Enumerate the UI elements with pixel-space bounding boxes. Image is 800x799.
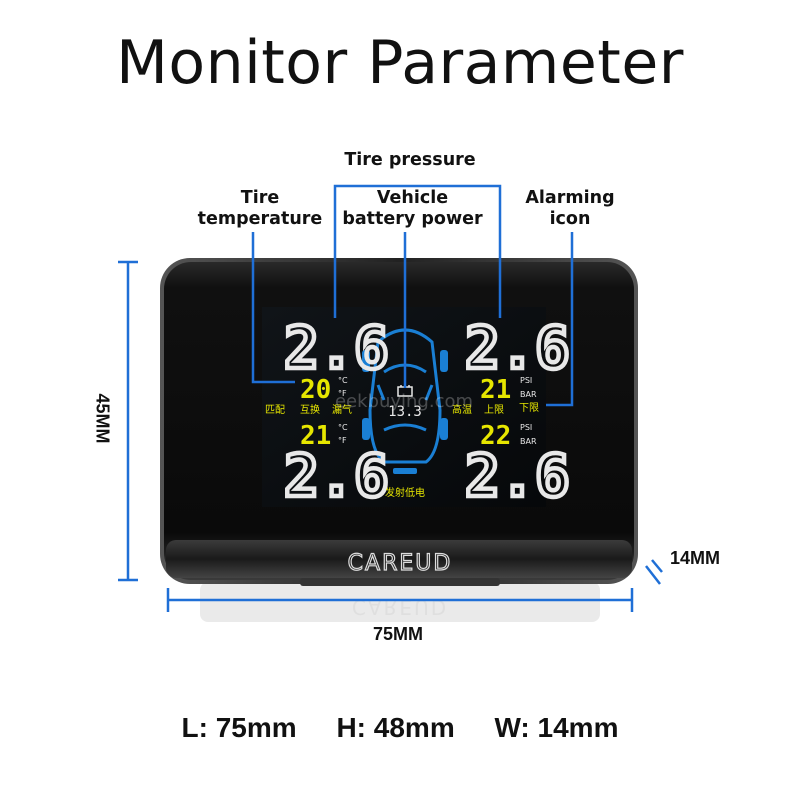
dimension-height-label: 45MM xyxy=(92,393,113,444)
dimension-depth xyxy=(645,559,663,585)
label-swap: 互换 xyxy=(300,403,320,416)
temp-front: 20 xyxy=(300,375,331,405)
dimension-width xyxy=(166,588,634,612)
spec-length: L: 75mm xyxy=(181,712,297,743)
brand-reflection: CAREUD xyxy=(352,595,448,619)
device-reflection xyxy=(200,582,600,622)
spec-width: W: 14mm xyxy=(494,712,619,743)
unit-psi-rear: PSI xyxy=(520,423,532,432)
label-lower-limit: 下限 xyxy=(519,402,539,414)
callout-tire-pressure: Tire pressure xyxy=(344,150,476,170)
unit-f-rear: °F xyxy=(338,436,347,445)
callout-alarm-icon: Alarming icon xyxy=(525,188,615,229)
pressure-rear-left: 2.6 xyxy=(284,442,389,510)
bottom-strip xyxy=(166,540,632,578)
unit-psi-front: PSI xyxy=(520,376,532,385)
dimension-height xyxy=(118,260,138,582)
unit-c-front: °C xyxy=(338,376,348,385)
callout-battery: Vehicle battery power xyxy=(342,188,483,229)
pressure-front-right: 2.6 xyxy=(465,314,570,382)
temp-rear: 21 xyxy=(300,421,331,451)
dimension-width-label: 75MM xyxy=(373,624,424,644)
label-upper-limit: 上限 xyxy=(484,404,504,416)
watermark: eekbuying.com xyxy=(335,391,473,412)
spec-height: H: 48mm xyxy=(336,712,455,743)
unit-f-front: °F xyxy=(338,389,347,398)
pressure-front-left: 2.6 xyxy=(284,314,389,382)
dimension-depth-label: 14MM xyxy=(670,548,721,568)
battery-voltage: 13.3 xyxy=(388,404,422,420)
psi-front: 21 xyxy=(480,375,511,405)
callout-tire-temperature: Tire temperature xyxy=(197,188,323,229)
label-match: 匹配 xyxy=(265,404,285,416)
label-leak: 漏气 xyxy=(332,403,352,416)
spec-summary: L: 75mm H: 48mm W: 14mm xyxy=(0,712,800,744)
page-title: Monitor Parameter xyxy=(116,28,684,98)
brand-logo: CAREUD xyxy=(348,551,453,576)
callout-lines xyxy=(251,184,574,407)
unit-c-rear: °C xyxy=(338,423,348,432)
pressure-rear-right: 2.6 xyxy=(465,442,570,510)
unit-bar-rear: BAR xyxy=(520,437,537,446)
psi-rear: 22 xyxy=(480,421,511,451)
label-high-temp: 高温 xyxy=(452,403,472,416)
label-low-signal: 发射低电 xyxy=(385,486,425,499)
unit-bar-front: BAR xyxy=(520,390,537,399)
